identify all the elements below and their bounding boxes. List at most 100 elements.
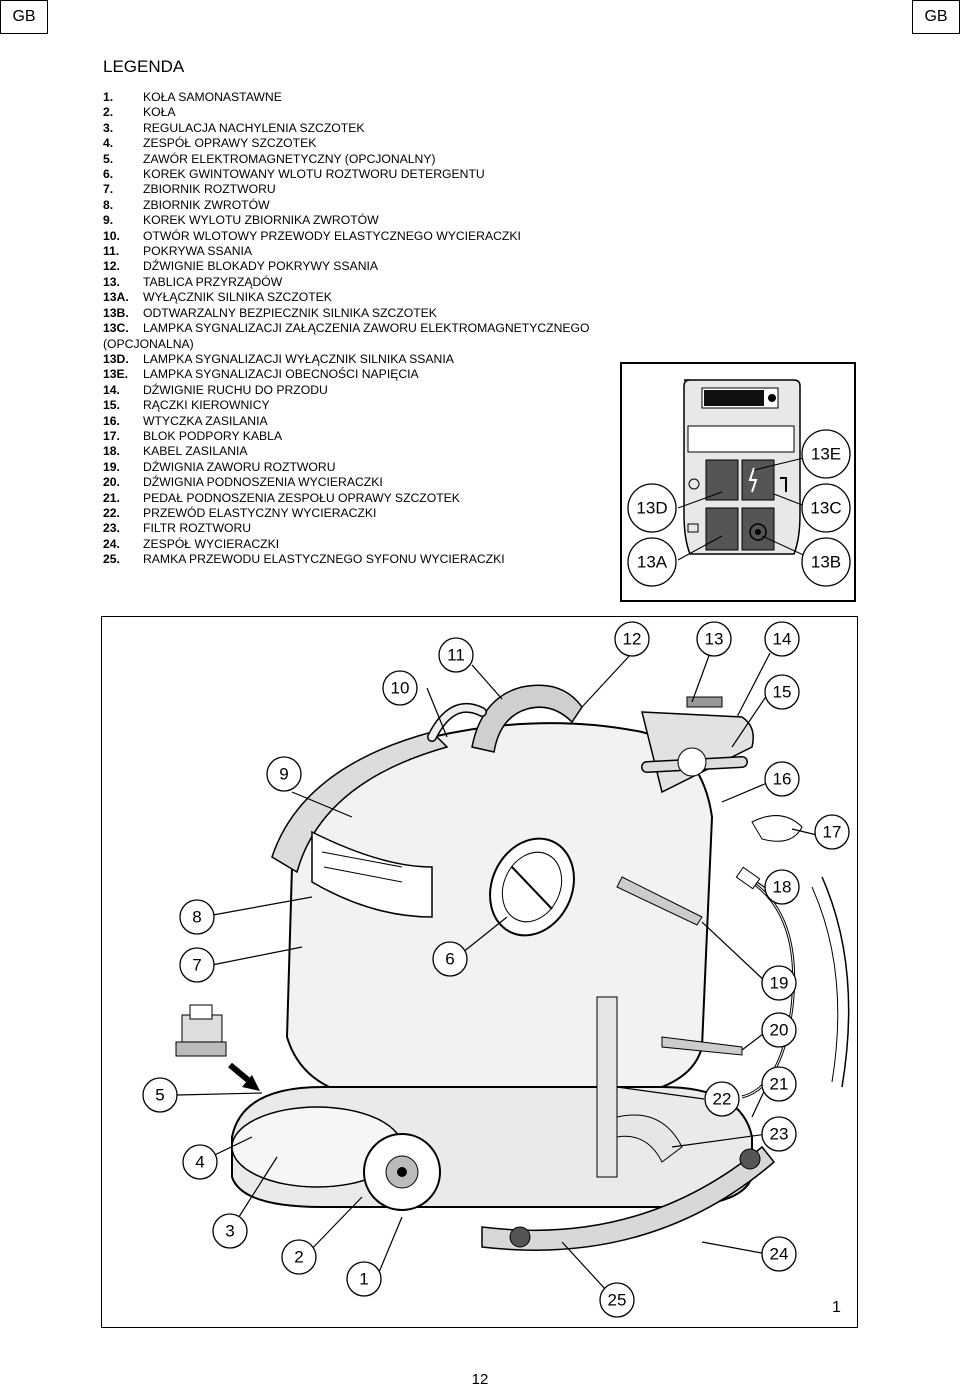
callout-label: 12 — [623, 630, 642, 649]
callout-label: 13A — [637, 553, 668, 572]
legend-item: 20.DŹWIGNIA PODNOSZENIA WYCIERACZKI — [103, 475, 623, 490]
legend-item-text: KABEL ZASILANIA — [143, 444, 248, 459]
callout-label: 13D — [636, 499, 667, 518]
callout-circle — [346, 1261, 382, 1297]
callout-label: 13E — [811, 445, 841, 464]
brush-icon — [687, 523, 699, 533]
legend-item-number: 1. — [103, 90, 114, 104]
legend-item-number: 24. — [103, 536, 120, 551]
control-panel-drawing: 13E 13D 13C 13A 13B — [627, 379, 851, 587]
legend-item-number: 13E. — [103, 367, 129, 382]
callout-label: 13B — [811, 553, 841, 572]
legend-item-number: 2. — [103, 105, 114, 120]
callout-label: 8 — [192, 908, 201, 927]
legend-item-text: DŹWIGNIA ZAWORU ROZTWORU — [143, 459, 336, 474]
callout-label: 14 — [773, 630, 792, 649]
callout-circle — [764, 674, 800, 710]
legend-item-number: 4. — [103, 136, 114, 151]
callout-label: 18 — [773, 878, 792, 897]
callout-circle — [704, 1081, 740, 1117]
legend-item-number: 7. — [103, 182, 114, 197]
legend-item: 14.DŹWIGNIE RUCHU DO PRZODU — [103, 383, 623, 398]
legend-item-text: LAMPKA SYGNALIZACJI OBECNOŚCI NAPIĘCIA — [143, 367, 419, 382]
legend-item-text: DŹWIGNIE BLOKADY POKRYWY SSANIA — [143, 259, 379, 274]
callout-circle — [212, 1213, 248, 1249]
legend-item-number: 11. — [103, 244, 120, 259]
legend-item: 13. TABLICA PRZYRZĄDÓW — [103, 275, 623, 290]
callout-circle — [179, 899, 215, 935]
legend-item: 16.WTYCZKA ZASILANIA — [103, 414, 623, 429]
callout-circle — [761, 1116, 797, 1152]
legend-item-number: 19. — [103, 459, 120, 474]
legend-item-number: 23. — [103, 521, 120, 536]
legend-item: 25.RAMKA PRZEWODU ELASTYCZNEGO SYFONU WY… — [103, 552, 623, 567]
motor-icon — [688, 478, 700, 490]
legend-item-text: KOREK WYLOTU ZBIORNIKA ZWROTÓW — [143, 213, 379, 228]
legend-item: 13B. ODTWARZALNY BEZPIECZNIK SILNIKA SZCZ… — [103, 306, 623, 321]
legend-item: 12.DŹWIGNIE BLOKADY POKRYWY SSANIA — [103, 259, 623, 274]
callout-circle — [801, 483, 851, 533]
legend-item: 5.ZAWÓR ELEKTROMAGNETYCZNY (OPCJONALNY) — [103, 152, 623, 167]
legend-item-text: LAMPKA SYGNALIZACJI ZAŁĄCZENIA ZAWORU EL… — [103, 321, 590, 351]
legend-item: 13C.LAMPKA SYGNALIZACJI ZAŁĄCZENIA ZAWOR… — [103, 321, 623, 352]
legend-item-number: 14. — [103, 382, 120, 397]
callout-circle — [814, 814, 850, 850]
legend-item-number: 9. — [103, 213, 114, 228]
legend-item-text: FILTR ROZTWORU — [143, 521, 252, 536]
legend-item: 6.KOREK GWINTOWANY WLOTU ROZTWORU DETERG… — [103, 167, 623, 182]
callout-circle — [761, 1236, 797, 1272]
legend-item-number: 20. — [103, 475, 120, 490]
callout-label: 17 — [823, 823, 842, 842]
legend-item-number: 13D. — [103, 351, 129, 366]
callout-label: 23 — [770, 1125, 789, 1144]
legend-item-text: WYŁĄCZNIK SILNIKA SZCZOTEK — [143, 290, 332, 305]
language-tag-right: GB — [912, 0, 960, 34]
callout-label: 15 — [773, 683, 792, 702]
legend-item: 18. KABEL ZASILANIA — [103, 444, 623, 459]
callout-label: 13C — [810, 499, 841, 518]
legend-item-number: 16. — [103, 413, 120, 428]
legend-title: LEGENDA — [103, 57, 185, 76]
callout-label: 25 — [608, 1291, 627, 1310]
callout-label: 6 — [445, 950, 454, 969]
callout-circle — [627, 537, 677, 587]
legend-item-text: ODTWARZALNY BEZPIECZNIK SILNIKA SZCZOTEK — [143, 305, 437, 320]
language-tag-left: GB — [0, 0, 48, 34]
legend-item: 22.PRZEWÓD ELASTYCZNY WYCIERACZKI — [103, 506, 623, 521]
callout-circle — [761, 1012, 797, 1048]
callout-label: 16 — [773, 770, 792, 789]
legend-item-text: TABLICA PRZYRZĄDÓW — [143, 274, 283, 289]
legend-item-text: PRZEWÓD ELASTYCZNY WYCIERACZKI — [143, 505, 377, 520]
legend-item: 7. ZBIORNIK ROZTWORU — [103, 182, 623, 197]
legend-item-number: 15. — [103, 398, 120, 413]
legend-item-number: 13. — [103, 274, 120, 289]
callout-circle — [438, 637, 474, 673]
legend-item: 2.KOŁA — [103, 105, 623, 120]
callout-circle — [432, 941, 468, 977]
callout-label: 20 — [770, 1021, 789, 1040]
legend-item-text: ZBIORNIK ROZTWORU — [143, 182, 276, 197]
legend-item-number: 13B. — [103, 305, 129, 320]
callout-label: 22 — [713, 1090, 732, 1109]
page-number: 12 — [471, 1371, 489, 1388]
legend-item: 9. KOREK WYLOTU ZBIORNIKA ZWROTÓW — [103, 213, 623, 228]
callout-circle — [142, 1077, 178, 1113]
figure-number: 1 — [832, 1299, 841, 1316]
valve-icon — [780, 477, 787, 492]
legend-item-number: 8. — [103, 197, 114, 212]
legend-item-text: REGULACJA NACHYLENIA SZCZOTEK — [143, 120, 365, 135]
legend-item: 4.ZESPÓŁ OPRAWY SZCZOTEK — [103, 136, 623, 151]
callout-circle — [761, 1066, 797, 1102]
callout-circle — [761, 965, 797, 1001]
callout-circle — [764, 869, 800, 905]
legend-item-text: PEDAŁ PODNOSZENIA ZESPOŁU OPRAWY SZCZOTE… — [143, 490, 460, 505]
legend-item-text: KOREK GWINTOWANY WLOTU ROZTWORU DETERGEN… — [143, 167, 485, 182]
legend-item: 17.BLOK PODPORY KABLA — [103, 429, 623, 444]
legend-item-number: 18. — [103, 444, 120, 459]
lightning-icon — [748, 467, 758, 493]
legend-item: 13E. LAMPKA SYGNALIZACJI OBECNOŚCI NAPIĘC… — [103, 367, 623, 382]
legend-item-number: 21. — [103, 490, 120, 505]
callout-circle — [281, 1239, 317, 1275]
